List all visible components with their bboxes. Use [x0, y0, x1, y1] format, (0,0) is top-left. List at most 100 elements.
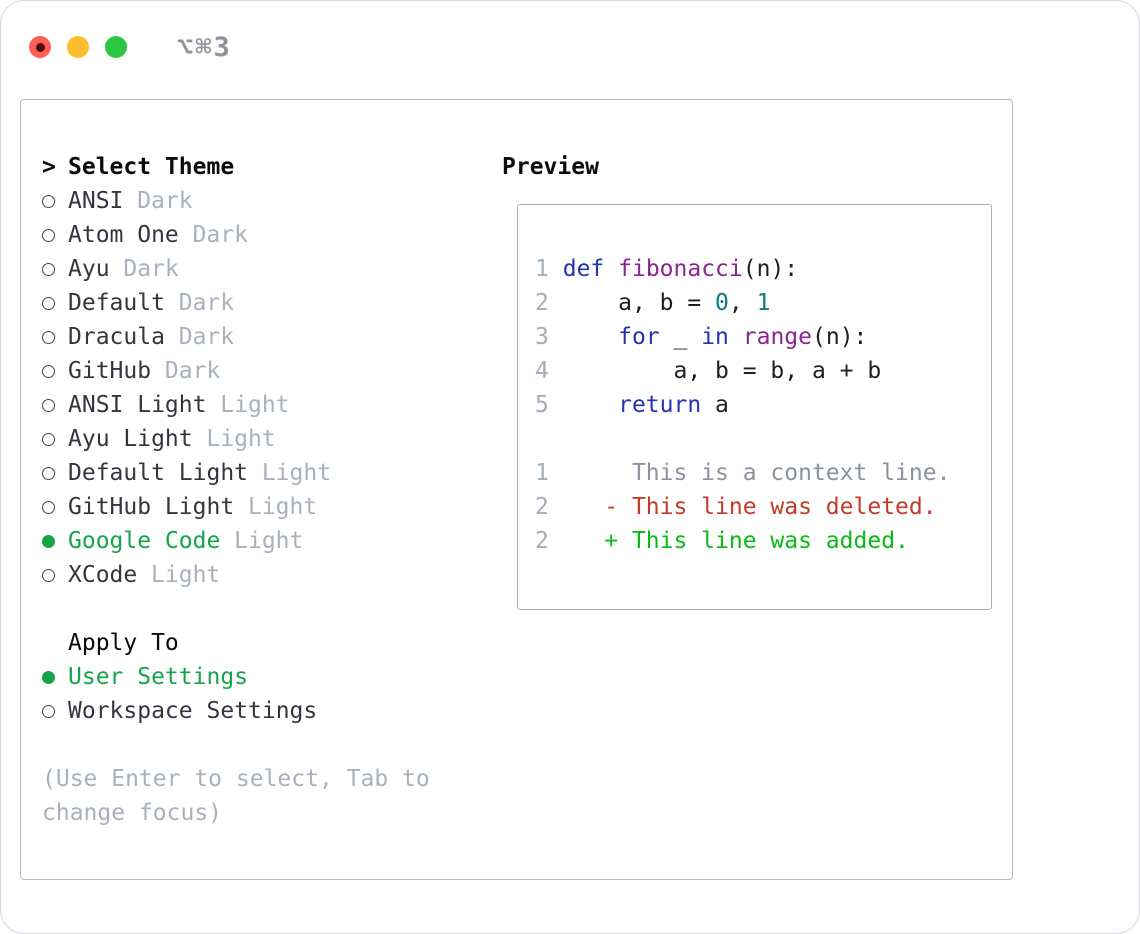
- close-button[interactable]: [29, 36, 51, 58]
- code-token: in: [701, 324, 729, 350]
- theme-variant-label: Dark: [192, 222, 248, 248]
- theme-variant-label: Light: [220, 392, 290, 418]
- theme-variant-label: Light: [151, 562, 221, 588]
- code-token: [729, 324, 743, 350]
- theme-variant-label: Light: [234, 528, 304, 554]
- line-number: 1: [535, 256, 549, 282]
- theme-option[interactable]: XCode Light: [42, 558, 502, 592]
- preview-line: 4 a, b = b, a + b: [535, 354, 991, 388]
- theme-option[interactable]: Google Code Light: [42, 524, 502, 558]
- code-token: + This line was added.: [548, 528, 909, 554]
- preview-heading-row: Preview: [502, 150, 992, 184]
- theme-list-heading: Select Theme: [68, 154, 235, 180]
- apply-to-option[interactable]: Workspace Settings: [42, 694, 502, 728]
- radio-icon: [42, 466, 68, 480]
- zoom-button[interactable]: [105, 36, 127, 58]
- theme-name: GitHub Light: [68, 494, 235, 520]
- radio-icon: [42, 330, 68, 344]
- code-token: (n):: [812, 324, 868, 350]
- radio-icon: [42, 228, 68, 242]
- theme-option[interactable]: ANSI Dark: [42, 184, 502, 218]
- line-number: 1: [535, 460, 549, 486]
- apply-to-label: User Settings: [68, 664, 249, 690]
- radio-icon: [42, 262, 68, 276]
- code-token: range: [742, 324, 813, 350]
- theme-variant-label: Light: [206, 426, 276, 452]
- code-token: a: [701, 392, 729, 418]
- selected-radio-icon: [42, 534, 68, 548]
- theme-option[interactable]: Ayu Light Light: [42, 422, 502, 456]
- code-token: [549, 324, 618, 350]
- code-token: This is a context line.: [548, 460, 951, 486]
- theme-name: Default: [68, 290, 165, 316]
- preview-pane: Preview 1 def fibonacci(n):2 a, b = 0, 1…: [502, 150, 992, 879]
- theme-variant-label: Dark: [137, 188, 193, 214]
- window-title: ⌥⌘3: [177, 31, 232, 63]
- theme-option[interactable]: Atom One Dark: [42, 218, 502, 252]
- code-token: - This line was deleted.: [548, 494, 937, 520]
- selected-radio-icon: [42, 670, 68, 684]
- theme-variant-label: Light: [247, 494, 318, 520]
- code-token: _: [659, 324, 702, 350]
- theme-name: ANSI Light: [68, 392, 207, 418]
- theme-name: ANSI: [68, 188, 124, 214]
- line-number: 2: [535, 494, 549, 520]
- code-token: [549, 392, 618, 418]
- line-number: 4: [535, 358, 549, 384]
- theme-name: XCode: [68, 562, 138, 588]
- theme-name: Ayu: [68, 256, 110, 282]
- minimize-button[interactable]: [67, 36, 89, 58]
- line-number: 2: [535, 528, 549, 554]
- apply-to-label: Workspace Settings: [68, 698, 318, 724]
- code-token: for: [618, 324, 660, 350]
- theme-option[interactable]: Default Dark: [42, 286, 502, 320]
- preview-line: 1 This is a context line.: [535, 456, 991, 490]
- line-number: 5: [535, 392, 549, 418]
- help-text: (Use Enter to select, Tab to change focu…: [42, 766, 430, 826]
- code-token: [604, 256, 618, 282]
- apply-to-option[interactable]: User Settings: [42, 660, 502, 694]
- theme-option[interactable]: GitHub Light Light: [42, 490, 502, 524]
- theme-option[interactable]: ANSI Light Light: [42, 388, 502, 422]
- theme-name: Default Light: [68, 460, 249, 486]
- code-token: a, b =: [548, 290, 716, 316]
- preview-line: [535, 422, 991, 456]
- apply-to-heading: Apply To: [68, 630, 179, 656]
- preview-line: 2 a, b = 0, 1: [535, 286, 991, 320]
- code-token: def: [562, 256, 605, 282]
- theme-name: Google Code: [68, 528, 221, 554]
- theme-variant-label: Dark: [178, 290, 235, 316]
- selection-caret-icon: >: [42, 154, 56, 180]
- line-number: 2: [535, 290, 549, 316]
- code-token: fibonacci: [618, 256, 743, 282]
- radio-icon: [42, 500, 68, 514]
- radio-icon: [42, 398, 68, 412]
- theme-variant-label: Dark: [178, 324, 235, 350]
- theme-name: GitHub: [68, 358, 152, 384]
- preview-heading: Preview: [502, 154, 599, 180]
- theme-name: Atom One: [68, 222, 179, 248]
- preview-line: 3 for _ in range(n):: [535, 320, 991, 354]
- titlebar: ⌥⌘3: [1, 1, 1139, 73]
- spacer: [42, 592, 502, 626]
- preview-line: 5 return a: [535, 388, 991, 422]
- preview-line: 2 + This line was added.: [535, 524, 991, 558]
- code-token: 0: [715, 290, 729, 316]
- code-token: ,: [728, 290, 757, 316]
- code-token: (n):: [742, 256, 799, 282]
- theme-list-heading-row: > Select Theme: [42, 150, 502, 184]
- radio-icon: [42, 296, 68, 310]
- unsaved-changes-dot-icon: [35, 42, 45, 52]
- radio-icon: [42, 364, 68, 378]
- radio-icon: [42, 704, 68, 718]
- theme-name: Ayu Light: [68, 426, 193, 452]
